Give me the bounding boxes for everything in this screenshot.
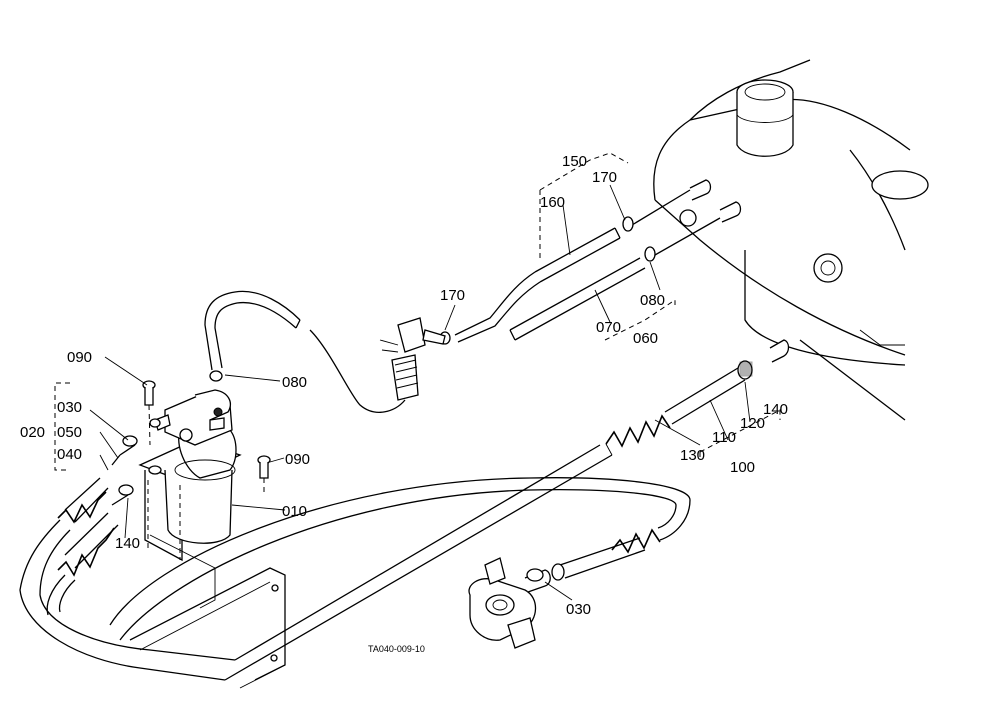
left-hoses <box>19 444 236 681</box>
label-160: 160 <box>540 194 565 211</box>
label-030-left: 030 <box>57 399 82 416</box>
bolt-icon <box>142 380 271 479</box>
frame-rail <box>129 567 286 689</box>
label-090-top: 090 <box>67 349 92 366</box>
label-020: 020 <box>20 424 45 441</box>
label-010: 010 <box>282 503 307 520</box>
return-hose-group <box>439 189 721 345</box>
fuel-tank <box>653 59 929 421</box>
label-030-bottom: 030 <box>566 601 591 618</box>
label-100: 100 <box>730 459 755 476</box>
label-050: 050 <box>57 424 82 441</box>
label-070: 070 <box>596 319 621 336</box>
label-060: 060 <box>633 330 658 347</box>
label-150: 150 <box>562 153 587 170</box>
fuel-filter-assembly <box>118 380 271 609</box>
label-140-right: 140 <box>763 401 788 418</box>
label-130: 130 <box>680 447 705 464</box>
overflow-pipe <box>204 290 406 413</box>
label-120: 120 <box>740 415 765 432</box>
label-090-right: 090 <box>285 451 310 468</box>
hose-spring-icon <box>57 491 115 577</box>
label-170-top: 170 <box>592 169 617 186</box>
label-110: 110 <box>712 429 736 446</box>
label-170-mid: 170 <box>440 287 465 304</box>
leader-lines <box>89 184 751 601</box>
part-labels: 010 020 030 030 040 050 060 070 080 080 … <box>20 153 788 654</box>
label-140-left: 140 <box>115 535 140 552</box>
drawing-code: TA040-009-10 <box>368 644 425 654</box>
label-040: 040 <box>57 446 82 463</box>
injection-nozzle-icon <box>379 317 446 401</box>
filler-cap-icon <box>736 79 794 157</box>
label-080-left: 080 <box>282 374 307 391</box>
pump-return-hose <box>109 477 691 641</box>
label-080-top: 080 <box>640 292 665 309</box>
feed-pump-icon <box>468 557 551 649</box>
